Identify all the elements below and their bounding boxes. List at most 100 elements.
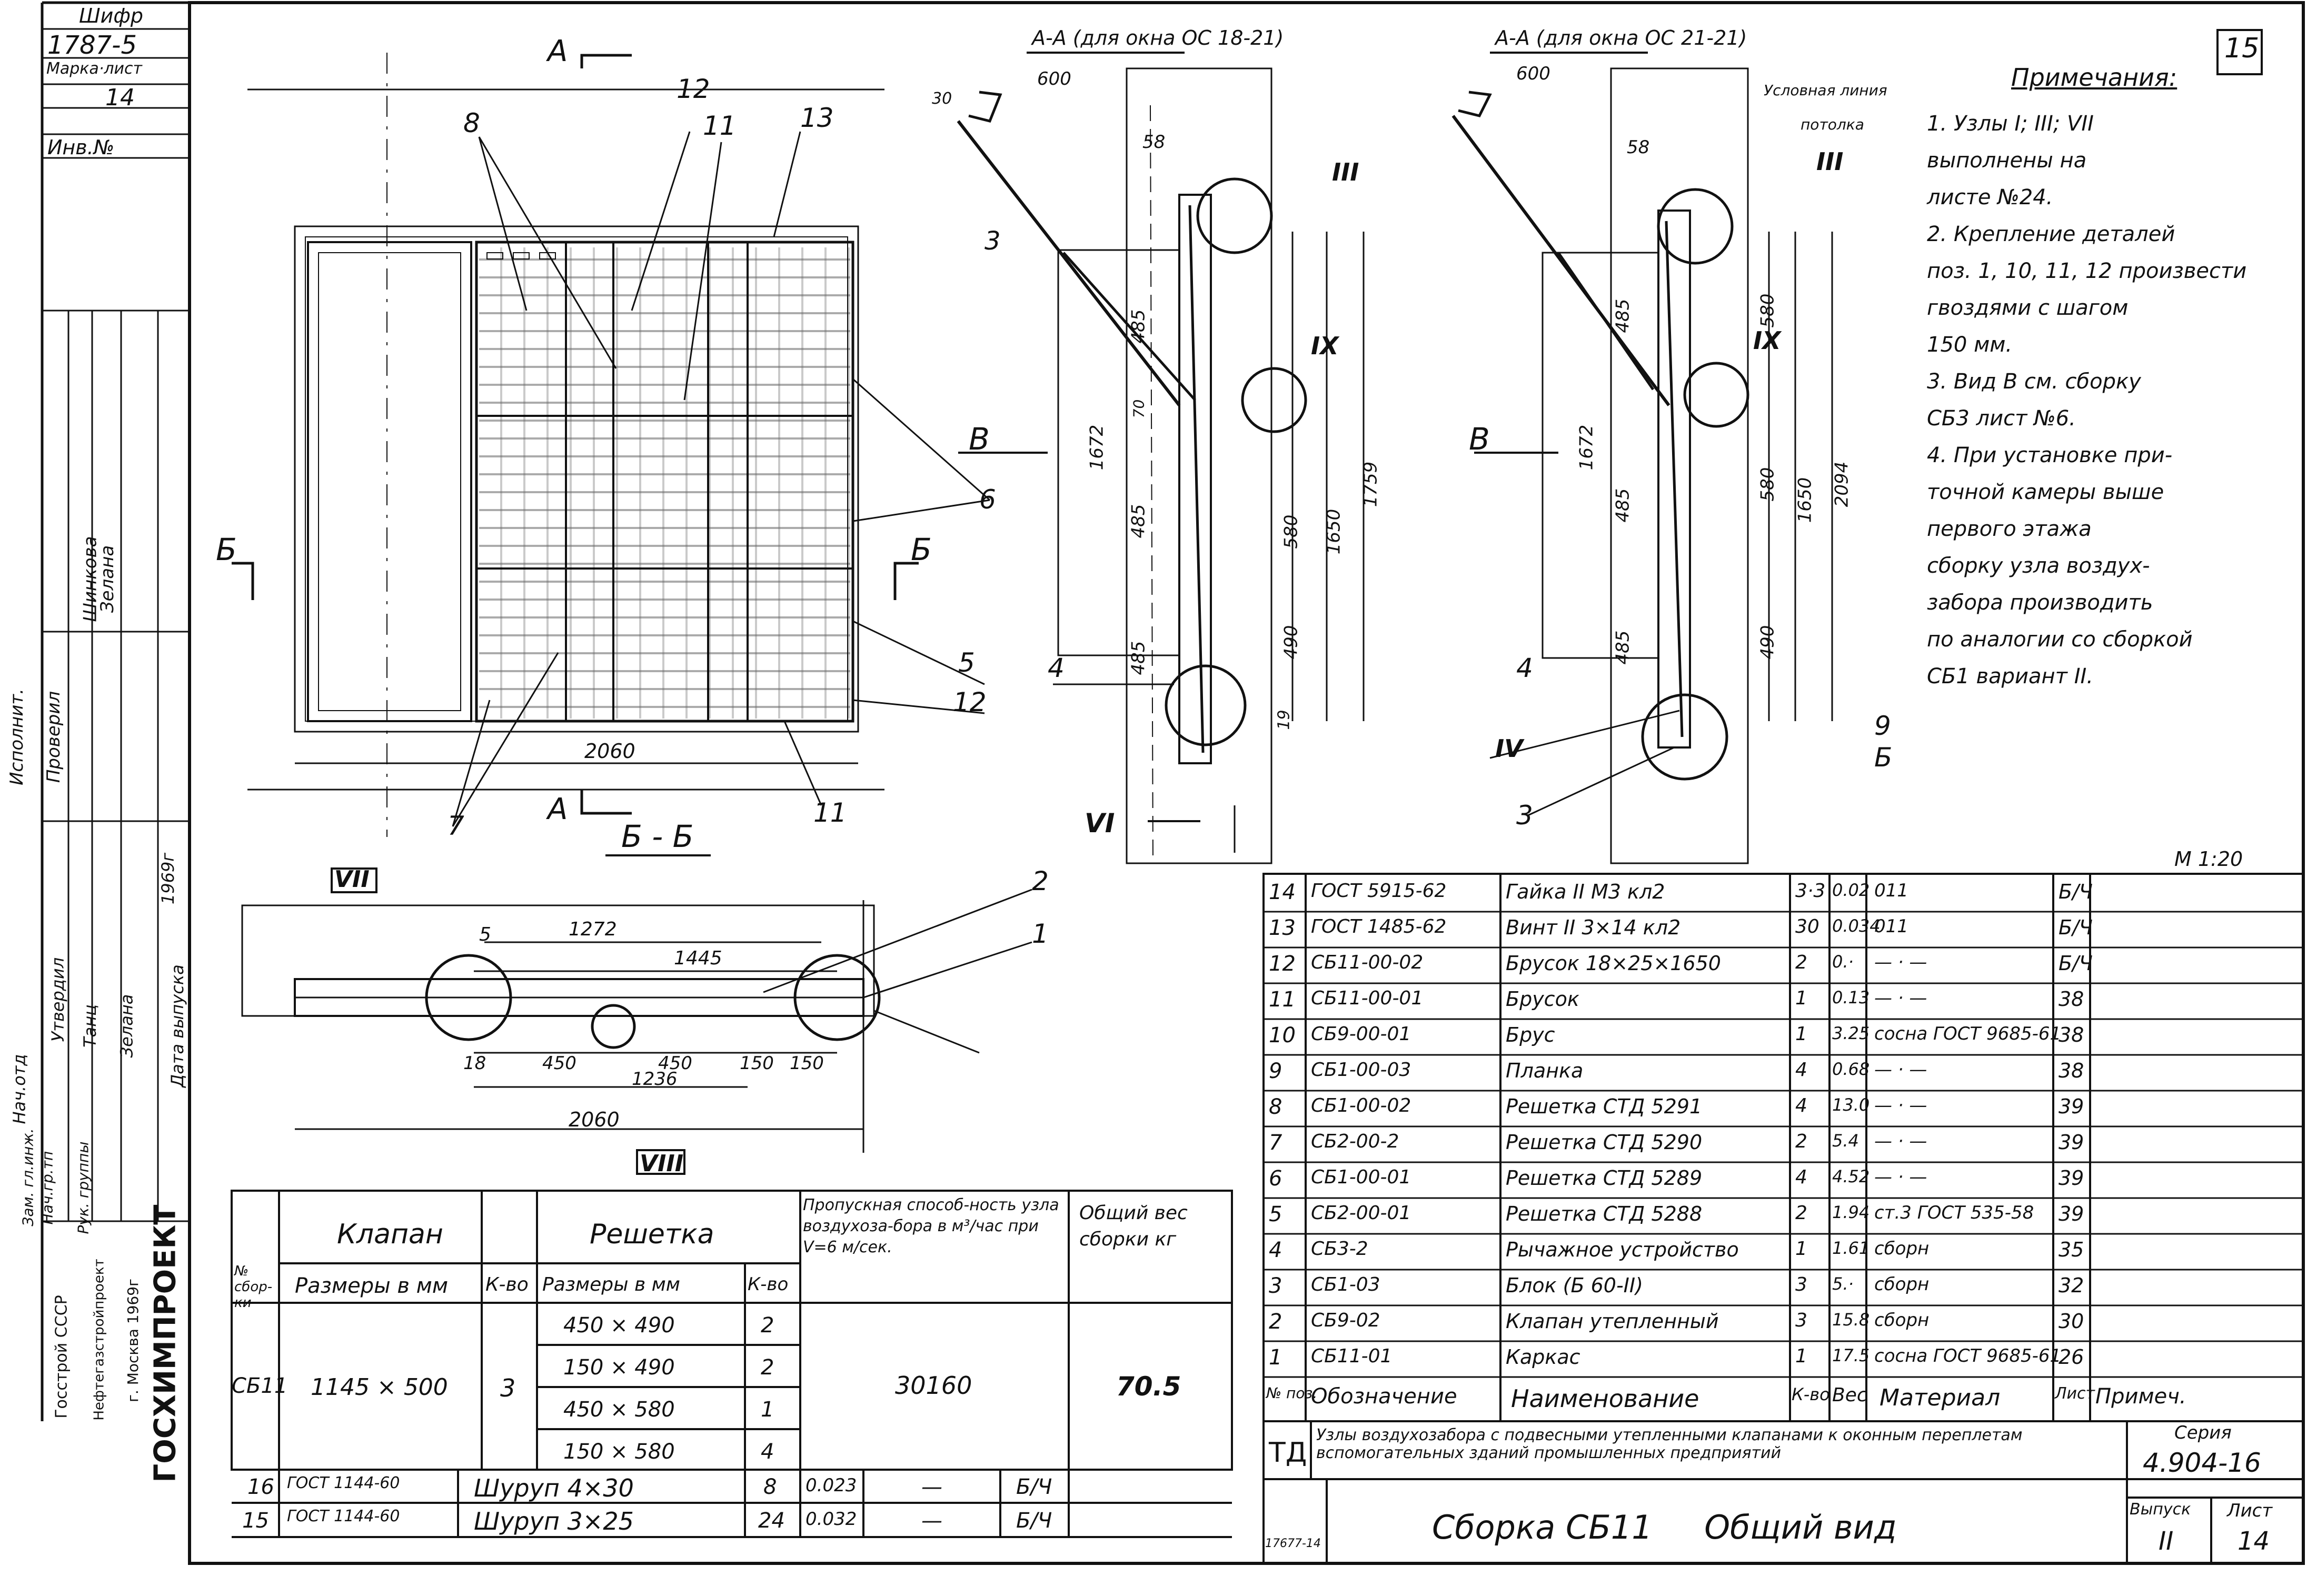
section-aa-title-1: А-А (для окна ОС 18-21) xyxy=(1032,26,1284,49)
dim-aa-490-1: 490 xyxy=(1280,625,1302,660)
view-b-label-1: В xyxy=(969,421,990,457)
grid-row-3-size: 450 × 580 xyxy=(563,1398,675,1422)
callout-bb-1: 1 xyxy=(1032,919,1049,949)
dim-bb-2060: 2060 xyxy=(569,1108,620,1131)
stamp-role-6: Нач.гр.тп xyxy=(38,1151,56,1225)
spec-header-pos: № поз. xyxy=(1266,1384,1318,1402)
dim-aa-600-1: 600 xyxy=(1037,68,1071,89)
spec-cell: Решетка СТД 5288 xyxy=(1506,1202,1703,1225)
callout-front-12a: 12 xyxy=(677,74,710,104)
valve-h-weight: Общий вес сборки кг xyxy=(1079,1202,1188,1250)
spec-cell: 6 xyxy=(1269,1166,1282,1191)
tb-sheet-title: Сборка СБ11 Общий вид xyxy=(1432,1508,1897,1547)
callout-aa1-VI: VI xyxy=(1085,808,1115,839)
spec-cell: 1 xyxy=(1795,987,1807,1009)
org-line-2: Нефтегазстройпроект xyxy=(91,1259,107,1421)
grid-row-3-qty: 1 xyxy=(761,1398,774,1422)
spec-cell: ст.3 ГОСТ 535-58 xyxy=(1874,1202,2034,1223)
spec-cell: ГОСТ 5915-62 xyxy=(1311,880,1447,902)
dim-bb-150-a: 150 xyxy=(740,1053,774,1074)
dim-aa-485-d: 485 xyxy=(1612,298,1634,333)
callout-aa2-IV: IV xyxy=(1495,734,1523,763)
small-row-15-w: 0.032 xyxy=(806,1509,857,1530)
dim-bb-450-b: 450 xyxy=(658,1053,692,1074)
spec-cell: 3.25 xyxy=(1832,1023,1870,1043)
spec-cell: СБ2-00-2 xyxy=(1311,1131,1399,1152)
dim-bb-1272: 1272 xyxy=(569,919,617,940)
tb-list-label: Лист xyxy=(2227,1500,2273,1521)
spec-cell: 1.94 xyxy=(1832,1202,1870,1222)
dim-bb-1445: 1445 xyxy=(674,947,722,969)
note-line: выполнены на xyxy=(1927,148,2087,173)
spec-cell: Решетка СТД 5291 xyxy=(1506,1095,1703,1118)
spec-cell: Винт II 3×14 кл2 xyxy=(1506,916,1681,939)
spec-cell: 26 xyxy=(2059,1345,2084,1369)
spec-cell: 2 xyxy=(1795,952,1807,973)
spec-cell: 17.5 xyxy=(1832,1345,1870,1365)
ceiling-label-2: потолка xyxy=(1801,116,1864,133)
note-line: СБ1 вариант II. xyxy=(1927,664,2093,689)
dim-bb-18: 18 xyxy=(463,1053,486,1074)
spec-cell: 2 xyxy=(1795,1202,1807,1224)
spec-cell: 39 xyxy=(2059,1166,2084,1190)
stamp-grid xyxy=(42,28,190,1222)
spec-cell: Брусок xyxy=(1506,987,1579,1011)
small-row-16-w: 0.023 xyxy=(806,1475,857,1496)
spec-cell: 0.· xyxy=(1832,952,1854,972)
stamp-role-5: Зам. гл.инж. xyxy=(19,1128,37,1226)
spec-cell: СБ9-00-01 xyxy=(1311,1023,1411,1045)
small-row-16-name: Шуруп 4×30 xyxy=(474,1474,634,1502)
front-view xyxy=(232,53,990,837)
spec-cell: Б/Ч xyxy=(2059,952,2093,975)
dim-aa-2094: 2094 xyxy=(1831,461,1853,507)
valve-assembly: СБ11 xyxy=(232,1374,288,1398)
sheet-frame xyxy=(188,1,2305,1565)
dim-aa-30: 30 xyxy=(932,89,952,108)
dim-aa-580-2: 580 xyxy=(1757,293,1778,328)
spec-cell: 4 xyxy=(1795,1059,1807,1081)
sheet-number: 15 xyxy=(2224,33,2260,64)
spec-cell: 4 xyxy=(1795,1095,1807,1116)
spec-cell: 0.13 xyxy=(1832,987,1870,1008)
grid-row-1-size: 450 × 490 xyxy=(563,1313,675,1338)
spec-cell: 3 xyxy=(1795,1310,1807,1331)
spec-header-name: Наименование xyxy=(1511,1384,1699,1413)
dim-aa-485-f: 485 xyxy=(1612,630,1634,665)
spec-cell: СБ3-2 xyxy=(1311,1238,1368,1260)
cipher-label: Шифр xyxy=(79,4,143,27)
section-aa-title-2: А-А (для окна ОС 21-21) xyxy=(1495,26,1747,49)
spec-cell: 39 xyxy=(2059,1095,2084,1118)
spec-cell: 3·3 xyxy=(1795,880,1826,902)
note-line: СБ3 лист №6. xyxy=(1927,406,2076,431)
spec-cell: Гайка II М3 кл2 xyxy=(1506,880,1665,903)
dim-aa-1650-1: 1650 xyxy=(1323,508,1345,555)
tb-list: 14 xyxy=(2238,1527,2270,1556)
small-row-16-note: Б/Ч xyxy=(1016,1475,1052,1499)
tb-issue: II xyxy=(2159,1527,2174,1556)
inv-label: Инв.№ xyxy=(47,136,115,159)
spec-cell: 011 xyxy=(1874,916,1908,937)
section-aa-2 xyxy=(958,52,1833,864)
small-row-15-name: Шуруп 3×25 xyxy=(474,1507,634,1535)
view-b-label-2: В xyxy=(1469,421,1490,457)
org-line-4: г. Москва 1969г xyxy=(124,1279,142,1402)
small-row-15-pos: 15 xyxy=(242,1509,269,1533)
section-bb xyxy=(241,854,1032,1175)
grille-texture xyxy=(479,247,850,719)
stamp-name-3: Танц xyxy=(79,1004,100,1048)
valve-h-grid: Решетка xyxy=(590,1219,714,1250)
spec-header-weight: Вес xyxy=(1832,1384,1867,1406)
tb-td: ТД xyxy=(1269,1437,1307,1469)
callout-bb-VIII: VIII xyxy=(640,1150,684,1177)
spec-cell: 30 xyxy=(1795,916,1819,937)
spec-cell: 1.61 xyxy=(1832,1238,1870,1258)
callout-aa1-IX: IX xyxy=(1311,332,1339,360)
dim-aa-485-e: 485 xyxy=(1612,488,1634,523)
title-block-grid xyxy=(1262,1420,2304,1564)
note-line: 2. Крепление деталей xyxy=(1927,222,2175,246)
callout-front-11a: 11 xyxy=(703,111,737,141)
cipher-value: 1787-5 xyxy=(47,31,137,60)
valve-h-grid-qty: К-во xyxy=(748,1274,789,1295)
note-line: гвоздями с шагом xyxy=(1927,296,2129,320)
spec-cell: — · — xyxy=(1874,987,1927,1009)
